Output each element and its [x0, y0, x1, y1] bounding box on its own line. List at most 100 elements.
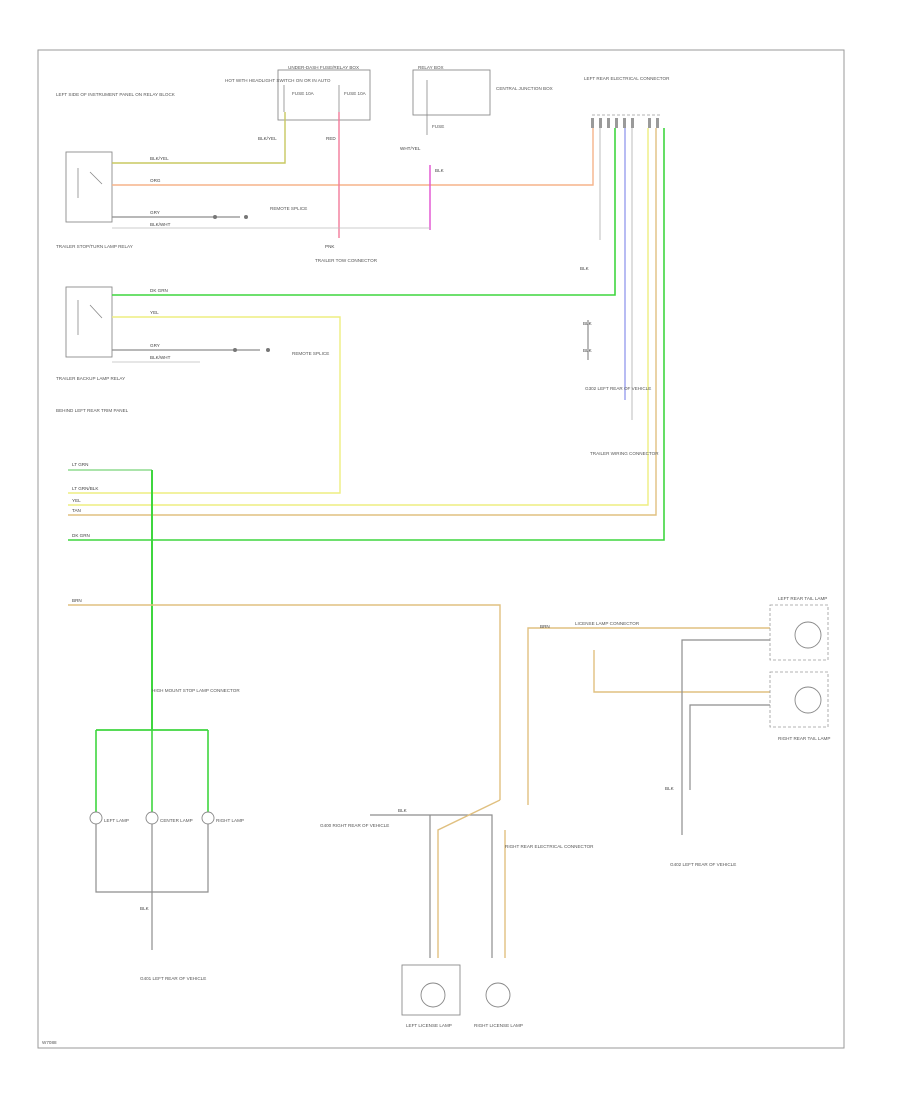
rear-connector-top: LEFT REAR ELECTRICAL CONNECTOR [584, 76, 670, 128]
wire-grey-to-right-tail [689, 704, 770, 790]
center-bulb-icon [145, 811, 159, 825]
wire-labels: BLK/YEL RED PNK WHT/YEL BLK ORG BLK/YEL … [72, 136, 675, 911]
ground-3-label: G400 RIGHT REAR OF VEHICLE [320, 823, 389, 828]
relay-box: RELAY BOX CENTRAL JUNCTION BOX FUSE [412, 65, 553, 135]
right-tail-label: RIGHT REAR TAIL LAMP [778, 736, 830, 741]
fuse-right-label: FUSE 10A [344, 91, 367, 96]
lamp-center-label: CENTER LAMP [160, 818, 193, 823]
license-connector-label: LICENSE LAMP CONNECTOR [575, 621, 640, 626]
wire-tan-to-tail [527, 627, 770, 805]
relay-bottom-box [65, 286, 113, 358]
wire-label: LT GRN [72, 462, 88, 467]
wire-label: BLK [580, 266, 590, 271]
wire-label: YEL [150, 310, 159, 315]
relay-top-switch [89, 171, 103, 185]
ground-4-label: G402 LEFT REAR OF VEHICLE [670, 862, 736, 867]
hi-mount-connector-label: HIGH MOUNT STOP LAMP CONNECTOR [152, 688, 240, 693]
wire-tan-license [68, 604, 501, 800]
wire-label: BLK/WHT [150, 355, 171, 360]
connector-pin [623, 118, 626, 128]
wire-label: BLK [583, 348, 593, 353]
connector-pin [607, 118, 610, 128]
wire-orange [112, 128, 594, 186]
relay-bottom-note: BEHIND LEFT REAR TRIM PANEL [56, 408, 129, 413]
wire-label: ORG [150, 178, 161, 183]
right-tail-box [769, 671, 829, 728]
left-tail-box [769, 604, 829, 661]
ground-2-label: G401 LEFT REAR OF VEHICLE [140, 976, 206, 981]
fuse-left-label: FUSE 10A [292, 91, 315, 96]
remote-splice-2-label: REMOTE SPLICE [292, 351, 329, 356]
remote-splice-1-label: REMOTE SPLICE [270, 206, 307, 211]
tail-lamps: LEFT REAR TAIL LAMP RIGHT REAR TAIL LAMP… [670, 596, 830, 867]
wire-label: TAN [72, 508, 81, 513]
wire-yellow [68, 316, 341, 494]
wire-label: BLK [665, 786, 675, 791]
license-right-label: RIGHT LICENSE LAMP [474, 1023, 523, 1028]
wire-label: RED [326, 136, 336, 141]
fuse-block-label: UNDER-DASH FUSE/RELAY BOX [288, 65, 359, 70]
wire-grey-license [370, 814, 493, 958]
license-right-bulb-icon [485, 982, 511, 1008]
wire-label: BLK/YEL [258, 136, 277, 141]
backup-relay: TRAILER BACKUP LAMP RELAY BEHIND LEFT RE… [56, 286, 129, 413]
connector-pin [648, 118, 651, 128]
wire-green-long [68, 128, 665, 541]
wire-tan [68, 128, 657, 516]
wire-label: GRY [150, 210, 160, 215]
left-bulb-icon [89, 811, 103, 825]
relay-box-label: RELAY BOX [418, 65, 444, 70]
license-left-label: LEFT LICENSE LAMP [406, 1023, 452, 1028]
wire-label: BLK [435, 168, 445, 173]
wire-label: PNK [325, 244, 335, 249]
fuse-small-label: FUSE [432, 124, 444, 129]
relay-box-outline [412, 69, 491, 116]
wire-label: BRN [540, 624, 550, 629]
wire-bright-green [112, 128, 616, 296]
trailer-pin-label: TRAILER TOW CONNECTOR [315, 258, 378, 263]
wire-yellow-2 [68, 128, 649, 506]
lamp-right-label: RIGHT LAMP [216, 818, 244, 823]
rear-conn-right-label: RIGHT REAR ELECTRICAL CONNECTOR [505, 844, 594, 849]
relay-top-note: LEFT SIDE OF INSTRUMENT PANEL ON RELAY B… [56, 92, 176, 97]
relay-top-box [65, 151, 113, 223]
ground-1-label: G302 LEFT REAR OF VEHICLE [585, 386, 651, 391]
wire-label: BLK [398, 808, 408, 813]
splice-dot [244, 215, 248, 219]
splice-dot [266, 348, 270, 352]
wire-tan-license-left [437, 799, 501, 958]
connector-pin [591, 118, 594, 128]
fuse-block-box [277, 69, 371, 121]
license-left-bulb-icon [420, 982, 446, 1008]
relay-top-label: TRAILER STOP/TURN LAMP RELAY [56, 244, 133, 249]
splice-dot [213, 215, 217, 219]
footer-code: W7088 [42, 1040, 57, 1045]
connector-pin [656, 118, 659, 128]
right-bulb-icon [201, 811, 215, 825]
wire-label: DK GRN [72, 533, 90, 538]
high-mount-lamps: HIGH MOUNT STOP LAMP CONNECTOR LEFT LAMP… [89, 688, 244, 981]
splice-dot [233, 348, 237, 352]
wire-label: BRN [72, 598, 82, 603]
relay-bottom-label: TRAILER BACKUP LAMP RELAY [56, 376, 125, 381]
connector-pin [599, 118, 602, 128]
wire-label: BLK [583, 321, 593, 326]
license-lamp-left-box [401, 964, 461, 1016]
lamp-left-label: LEFT LAMP [104, 818, 129, 823]
connector-pin [615, 118, 618, 128]
wire-label: DK GRN [150, 288, 168, 293]
right-tail-bulb-icon [794, 686, 822, 714]
connector-pin [631, 118, 634, 128]
left-tail-bulb-icon [794, 621, 822, 649]
diagram-frame [37, 49, 845, 1049]
wire-tan-to-right-tail [593, 650, 770, 693]
stop-turn-relay: LEFT SIDE OF INSTRUMENT PANEL ON RELAY B… [56, 92, 176, 249]
wire-label: BLK/YEL [150, 156, 169, 161]
wire-yellow-green [112, 112, 286, 164]
rear-connector-label: LEFT REAR ELECTRICAL CONNECTOR [584, 76, 670, 81]
license-lamps: LICENSE LAMP CONNECTOR G400 RIGHT REAR O… [320, 621, 770, 1028]
wire-label: BLK/WHT [150, 222, 171, 227]
wire-label: GRY [150, 343, 160, 348]
fuse-block: UNDER-DASH FUSE/RELAY BOX HOT WITH HEADL… [225, 65, 371, 121]
